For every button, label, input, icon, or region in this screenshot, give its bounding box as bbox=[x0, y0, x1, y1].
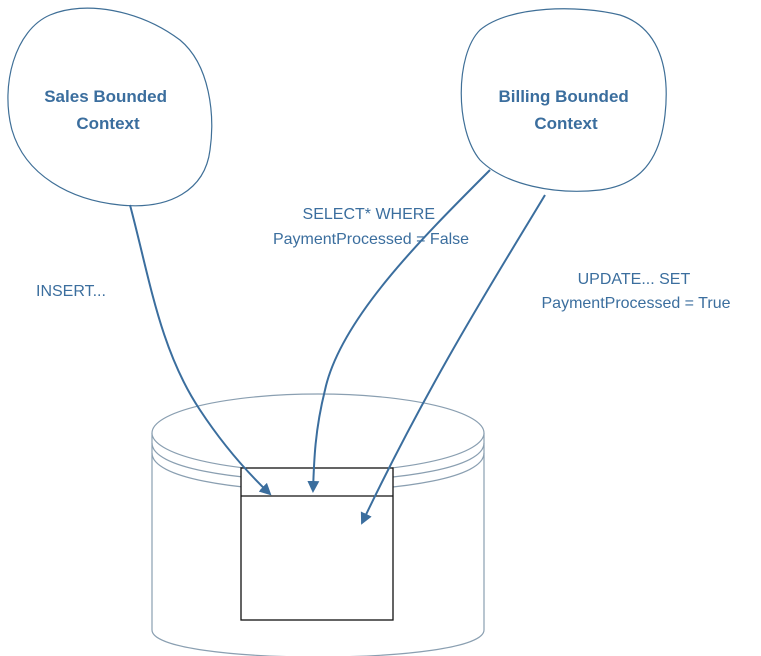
svg-text:Billing Bounded Context: Billing Bounded Context bbox=[498, 87, 633, 133]
cylinder-top bbox=[151, 393, 485, 473]
svg-text:UPDATE... SET PaymentProce: UPDATE... SET PaymentProcessed = True bbox=[542, 271, 731, 312]
insert-label: INSERT... bbox=[36, 283, 106, 300]
update-arrow bbox=[360, 194, 546, 525]
orders-table bbox=[240, 467, 394, 621]
update-label-line1: UPDATE... SET bbox=[578, 271, 691, 288]
billing-bounded-context: Billing Bounded Context bbox=[460, 8, 667, 192]
billing-context-blob bbox=[460, 8, 667, 192]
select-arrow bbox=[307, 169, 491, 493]
select-label-line2: PaymentProcessed = False bbox=[273, 231, 469, 248]
sales-context-blob bbox=[7, 7, 213, 207]
sales-context-title-line2: Context bbox=[76, 114, 140, 133]
insert-arrow bbox=[129, 204, 272, 496]
billing-context-title-line2: Context bbox=[534, 114, 598, 133]
update-label-line2: PaymentProcessed = True bbox=[542, 295, 731, 312]
table-body bbox=[240, 467, 394, 621]
select-label-line1: SELECT* WHERE bbox=[303, 206, 435, 223]
billing-context-title-line1: Billing Bounded bbox=[498, 87, 628, 106]
sales-bounded-context: Sales Bounded Context bbox=[7, 7, 213, 207]
sales-context-title-line1: Sales Bounded bbox=[44, 87, 167, 106]
svg-text:SELECT* WHERE PaymentProce: SELECT* WHERE PaymentProcessed = False bbox=[273, 206, 469, 248]
svg-text:Sales Bounded Context: Sales Bounded Context bbox=[44, 87, 172, 133]
